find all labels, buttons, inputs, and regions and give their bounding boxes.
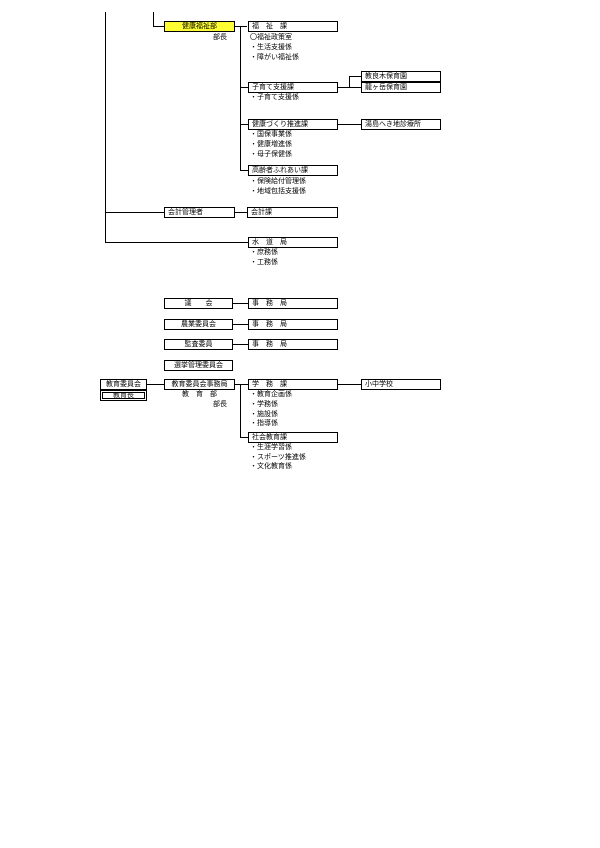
audit-connector — [233, 344, 248, 345]
childcare-section-box: 子育て支援課 — [248, 82, 338, 93]
water-connector — [105, 242, 248, 243]
childcare-connector — [240, 87, 248, 88]
accounting-section-box: 会計課 — [247, 207, 338, 218]
accounting-connector — [105, 212, 164, 213]
agri-connector — [233, 324, 248, 325]
clinic-box: 湯島へき地診療所 — [361, 119, 441, 130]
social-item-3: ・文化教育係 — [250, 462, 292, 470]
school-affairs-item-2: ・学務係 — [250, 400, 278, 408]
audit-office-box: 事 務 局 — [248, 339, 338, 350]
school-affairs-section-box: 学 務 課 — [248, 379, 338, 390]
health-dept-connector — [153, 26, 164, 27]
health-promo-connector — [240, 124, 248, 125]
elderly-item-1: ・保険給付管理係 — [250, 177, 306, 185]
agri-committee-box: 農業委員会 — [164, 319, 233, 330]
school-affairs-item-1: ・教育企画係 — [250, 390, 292, 398]
education-secretariat-box: 教育委員会事務局 — [164, 379, 235, 390]
health-promo-to-clinic-line — [338, 124, 361, 125]
water-item-2: ・工務係 — [250, 258, 278, 266]
elderly-section-box: 高齢者ふれあい課 — [248, 165, 338, 176]
assembly-office-box: 事 務 局 — [248, 298, 338, 309]
nursery1-connector — [349, 76, 361, 77]
health-dept-stub-line — [153, 12, 154, 26]
welfare-item-2: ・生活支援係 — [250, 43, 292, 51]
social-item-2: ・スポーツ推進係 — [250, 453, 306, 461]
school-affairs-item-4: ・指導係 — [250, 419, 278, 427]
childcare-to-nursery-line — [338, 87, 349, 88]
agri-office-box: 事 務 局 — [248, 319, 338, 330]
school-affairs-to-schools-line — [338, 384, 361, 385]
health-promo-section-box: 健康づくり推進課 — [248, 119, 338, 130]
nursery-2-box: 龍ヶ岳保育園 — [361, 82, 441, 93]
schools-box: 小中学校 — [361, 379, 441, 390]
social-education-section-box: 社会教育課 — [248, 432, 338, 443]
elderly-item-2: ・地域包括支援係 — [250, 187, 306, 195]
health-promo-item-1: ・国保事業係 — [250, 130, 292, 138]
health-promo-item-2: ・健康増進係 — [250, 140, 292, 148]
health-promo-item-3: ・母子保健係 — [250, 150, 292, 158]
assembly-connector — [233, 303, 248, 304]
accounting-to-section-line — [235, 212, 247, 213]
education-dept-head-label: 部長 — [213, 400, 227, 408]
accounting-head-box: 会計管理者 — [164, 207, 235, 218]
health-sections-trunk — [240, 26, 241, 170]
education-board-box: 教育委員会 — [100, 379, 147, 390]
education-sections-trunk — [240, 384, 241, 437]
health-dept-box: 健康福祉部 — [164, 21, 235, 32]
social-item-1: ・生涯学習係 — [250, 443, 292, 451]
childcare-item-1: ・子育て支援係 — [250, 93, 299, 101]
water-bureau-box: 水 道 局 — [248, 237, 338, 248]
nursery-1-box: 教良木保育園 — [361, 71, 441, 82]
welfare-item-3: ・障がい福祉係 — [250, 53, 299, 61]
elderly-connector — [240, 170, 248, 171]
nursery-branch-line — [349, 76, 350, 88]
board-to-secretariat-line — [147, 384, 164, 385]
education-dept-label: 教 育 部 — [182, 390, 217, 398]
assembly-box: 議 会 — [164, 298, 233, 309]
health-to-sections-line — [235, 26, 247, 27]
main-trunk-line — [105, 12, 106, 242]
nursery2-connector — [349, 87, 361, 88]
welfare-item-1: 〇福祉政策室 — [250, 33, 292, 41]
secretariat-to-sections-line — [235, 384, 248, 385]
superintendent-box: 教育長 — [100, 390, 147, 401]
welfare-section-box: 福 祉 課 — [248, 21, 338, 32]
audit-committee-box: 監査委員 — [164, 339, 233, 350]
water-item-1: ・庶務係 — [250, 248, 278, 256]
school-affairs-item-3: ・施設係 — [250, 410, 278, 418]
election-committee-box: 選挙管理委員会 — [164, 360, 233, 371]
social-connector — [240, 437, 248, 438]
health-dept-head-label: 部長 — [213, 33, 227, 41]
